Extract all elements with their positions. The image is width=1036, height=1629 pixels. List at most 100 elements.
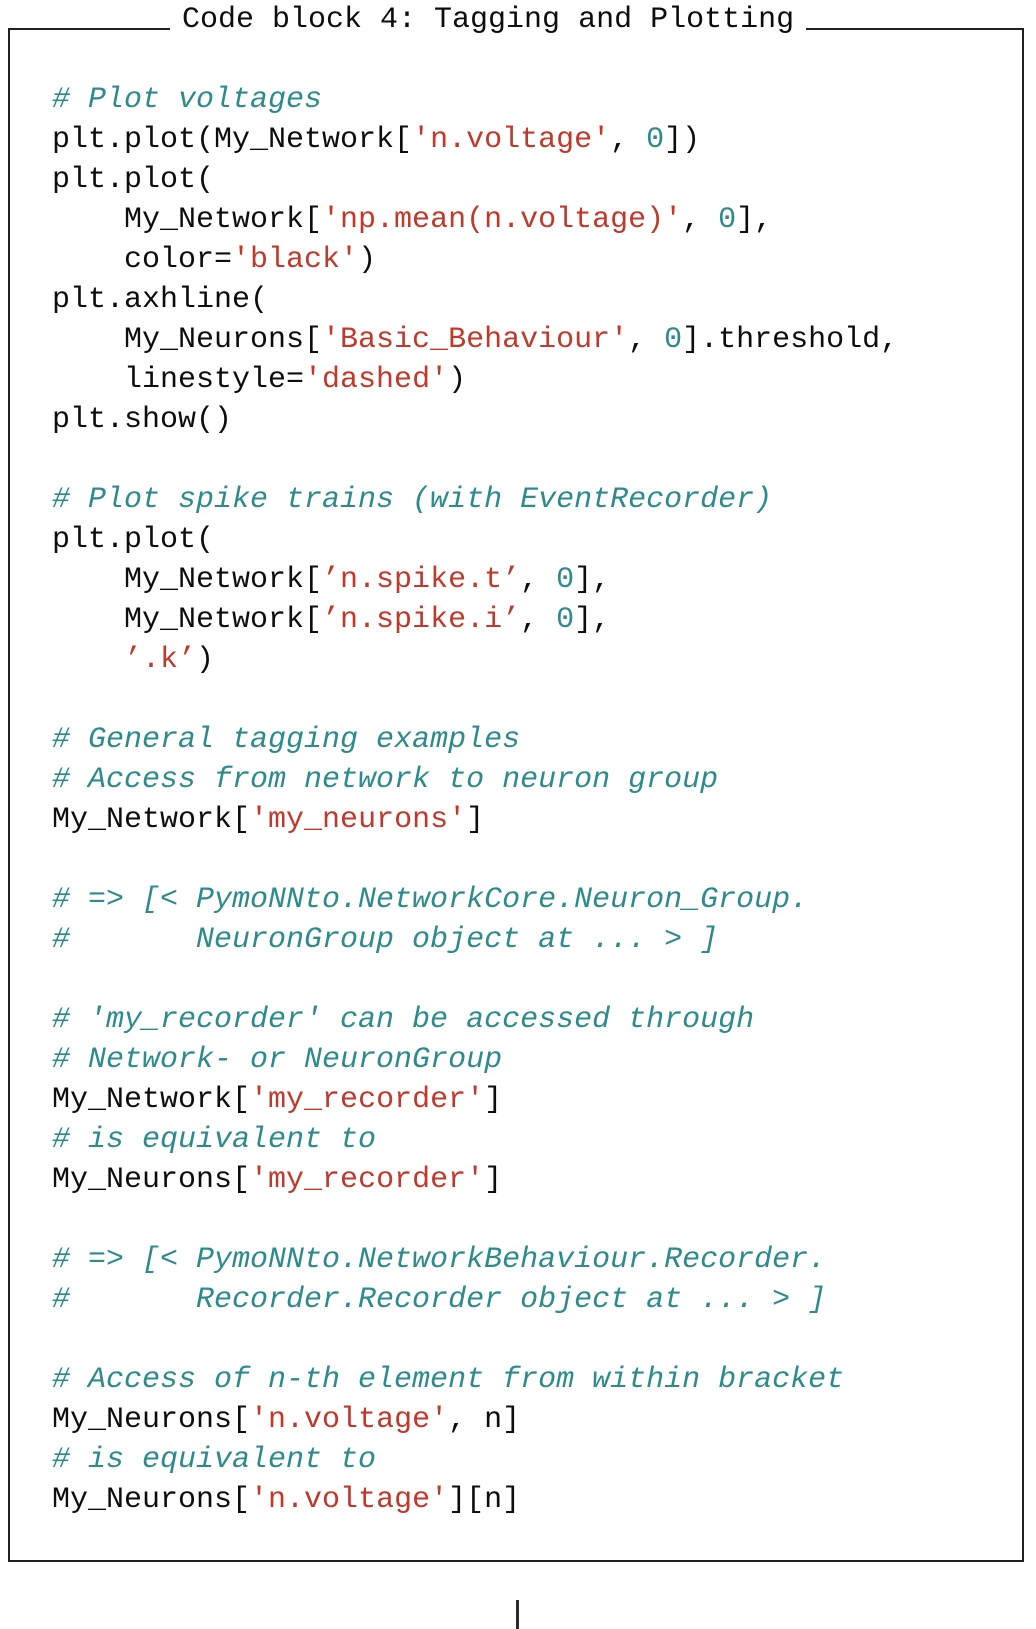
code-line: My_Network[’n.spike.t’, 0],: [52, 560, 1016, 600]
code-comment: # is equivalent to: [52, 1123, 377, 1157]
code-text: ): [448, 363, 467, 397]
code-line: ’.k’): [52, 640, 1016, 680]
code-line: # => [< PymoNNto.NetworkCore.Neuron_Grou…: [52, 880, 1016, 920]
code-string: 'n.voltage': [250, 1403, 449, 1437]
code-text: color=: [52, 243, 233, 277]
code-line: My_Network['my_neurons']: [52, 800, 1016, 840]
code-text: ,: [610, 123, 647, 157]
code-text: ][n]: [448, 1483, 521, 1517]
code-line: linestyle='dashed'): [52, 360, 1016, 400]
code-number: 0: [556, 603, 575, 637]
code-comment: # General tagging examples: [52, 723, 521, 757]
code-line: # Network- or NeuronGroup: [52, 1040, 1016, 1080]
code-text: My_Neurons[: [52, 1163, 251, 1197]
code-text: My_Network[: [52, 803, 251, 837]
code-text: linestyle=: [52, 363, 305, 397]
code-comment: # NeuronGroup object at ... > ]: [52, 923, 719, 957]
code-line: [52, 440, 1016, 480]
code-string: 'n.voltage': [412, 123, 611, 157]
code-text: [52, 643, 124, 677]
code-text: ): [358, 243, 377, 277]
code-line: color='black'): [52, 240, 1016, 280]
code-line: My_Network[’n.spike.i’, 0],: [52, 600, 1016, 640]
code-number: 0: [646, 123, 665, 157]
code-text: My_Neurons[: [52, 1483, 251, 1517]
code-line: My_Network['np.mean(n.voltage)', 0],: [52, 200, 1016, 240]
code-comment: # Access from network to neuron group: [52, 763, 719, 797]
code-text: plt.plot(: [52, 523, 215, 557]
code-block-title: Code block 4: Tagging and Plotting: [170, 3, 807, 37]
code-line: [52, 960, 1016, 1000]
code-text: ,: [520, 563, 557, 597]
code-comment: # Recorder.Recorder object at ... > ]: [52, 1283, 827, 1317]
code-string: ’n.spike.t’: [322, 563, 521, 597]
code-text: ,: [682, 203, 719, 237]
code-line: My_Neurons['my_recorder']: [52, 1160, 1016, 1200]
code-line: plt.plot(My_Network['n.voltage', 0]): [52, 120, 1016, 160]
code-number: 0: [718, 203, 737, 237]
code-string: 'dashed': [304, 363, 449, 397]
code-line: # Plot voltages: [52, 80, 1016, 120]
code-comment: # Access of n-th element from within bra…: [52, 1363, 845, 1397]
code-number: 0: [664, 323, 683, 357]
code-comment: # Plot voltages: [52, 83, 323, 117]
code-comment: # Network- or NeuronGroup: [52, 1043, 503, 1077]
code-text: , n]: [448, 1403, 521, 1437]
code-line: plt.plot(: [52, 160, 1016, 200]
code-line: My_Neurons['Basic_Behaviour', 0].thresho…: [52, 320, 1016, 360]
code-text: plt.show(): [52, 403, 233, 437]
page-mark: [516, 1600, 519, 1629]
code-text: plt.axhline(: [52, 283, 269, 317]
code-text: ]: [484, 1083, 503, 1117]
code-text: My_Neurons[: [52, 1403, 251, 1437]
code-line: # NeuronGroup object at ... > ]: [52, 920, 1016, 960]
code-line: # Plot spike trains (with EventRecorder): [52, 480, 1016, 520]
code-comment: # Plot spike trains (with EventRecorder): [52, 483, 773, 517]
code-string: ’.k’: [124, 643, 197, 677]
code-text: ]: [466, 803, 485, 837]
code-string: 'my_recorder': [250, 1163, 485, 1197]
code-line: # Access of n-th element from within bra…: [52, 1360, 1016, 1400]
code-string: 'np.mean(n.voltage)': [322, 203, 683, 237]
code-comment: # => [< PymoNNto.NetworkBehaviour.Record…: [52, 1243, 827, 1277]
code-line: # Access from network to neuron group: [52, 760, 1016, 800]
code-line: # General tagging examples: [52, 720, 1016, 760]
code-text: plt.plot(My_Network[: [52, 123, 413, 157]
code-text: ,: [520, 603, 557, 637]
code-line: plt.plot(: [52, 520, 1016, 560]
code-line: # is equivalent to: [52, 1440, 1016, 1480]
code-text: ]): [664, 123, 701, 157]
code-text: My_Neurons[: [52, 323, 323, 357]
code-text: ,: [628, 323, 665, 357]
code-line: # => [< PymoNNto.NetworkBehaviour.Record…: [52, 1240, 1016, 1280]
code-line: # is equivalent to: [52, 1120, 1016, 1160]
code-line: My_Neurons['n.voltage'][n]: [52, 1480, 1016, 1520]
code-comment: # is equivalent to: [52, 1443, 377, 1477]
code-text: ],: [736, 203, 773, 237]
code-text: ].threshold,: [682, 323, 899, 357]
code-string: 'Basic_Behaviour': [322, 323, 629, 357]
code-text: My_Network[: [52, 603, 323, 637]
code-text: ],: [574, 603, 611, 637]
code-string: 'my_neurons': [250, 803, 467, 837]
code-string: 'n.voltage': [250, 1483, 449, 1517]
code-comment: # => [< PymoNNto.NetworkCore.Neuron_Grou…: [52, 883, 809, 917]
code-line: [52, 840, 1016, 880]
code-line: # Recorder.Recorder object at ... > ]: [52, 1280, 1016, 1320]
code-line: [52, 680, 1016, 720]
code-text: ): [196, 643, 215, 677]
code-line: # 'my_recorder' can be accessed through: [52, 1000, 1016, 1040]
code-line: [52, 1200, 1016, 1240]
code-line: My_Network['my_recorder']: [52, 1080, 1016, 1120]
code-comment: # 'my_recorder' can be accessed through: [52, 1003, 755, 1037]
code-line: plt.axhline(: [52, 280, 1016, 320]
code-string: 'my_recorder': [250, 1083, 485, 1117]
code-text: My_Network[: [52, 203, 323, 237]
code-line: plt.show(): [52, 400, 1016, 440]
code-text: plt.plot(: [52, 163, 215, 197]
code-line: My_Neurons['n.voltage', n]: [52, 1400, 1016, 1440]
code-block-figure: Code block 4: Tagging and Plotting # Plo…: [8, 3, 1024, 1562]
code-text: My_Network[: [52, 563, 323, 597]
code-line: [52, 1320, 1016, 1360]
